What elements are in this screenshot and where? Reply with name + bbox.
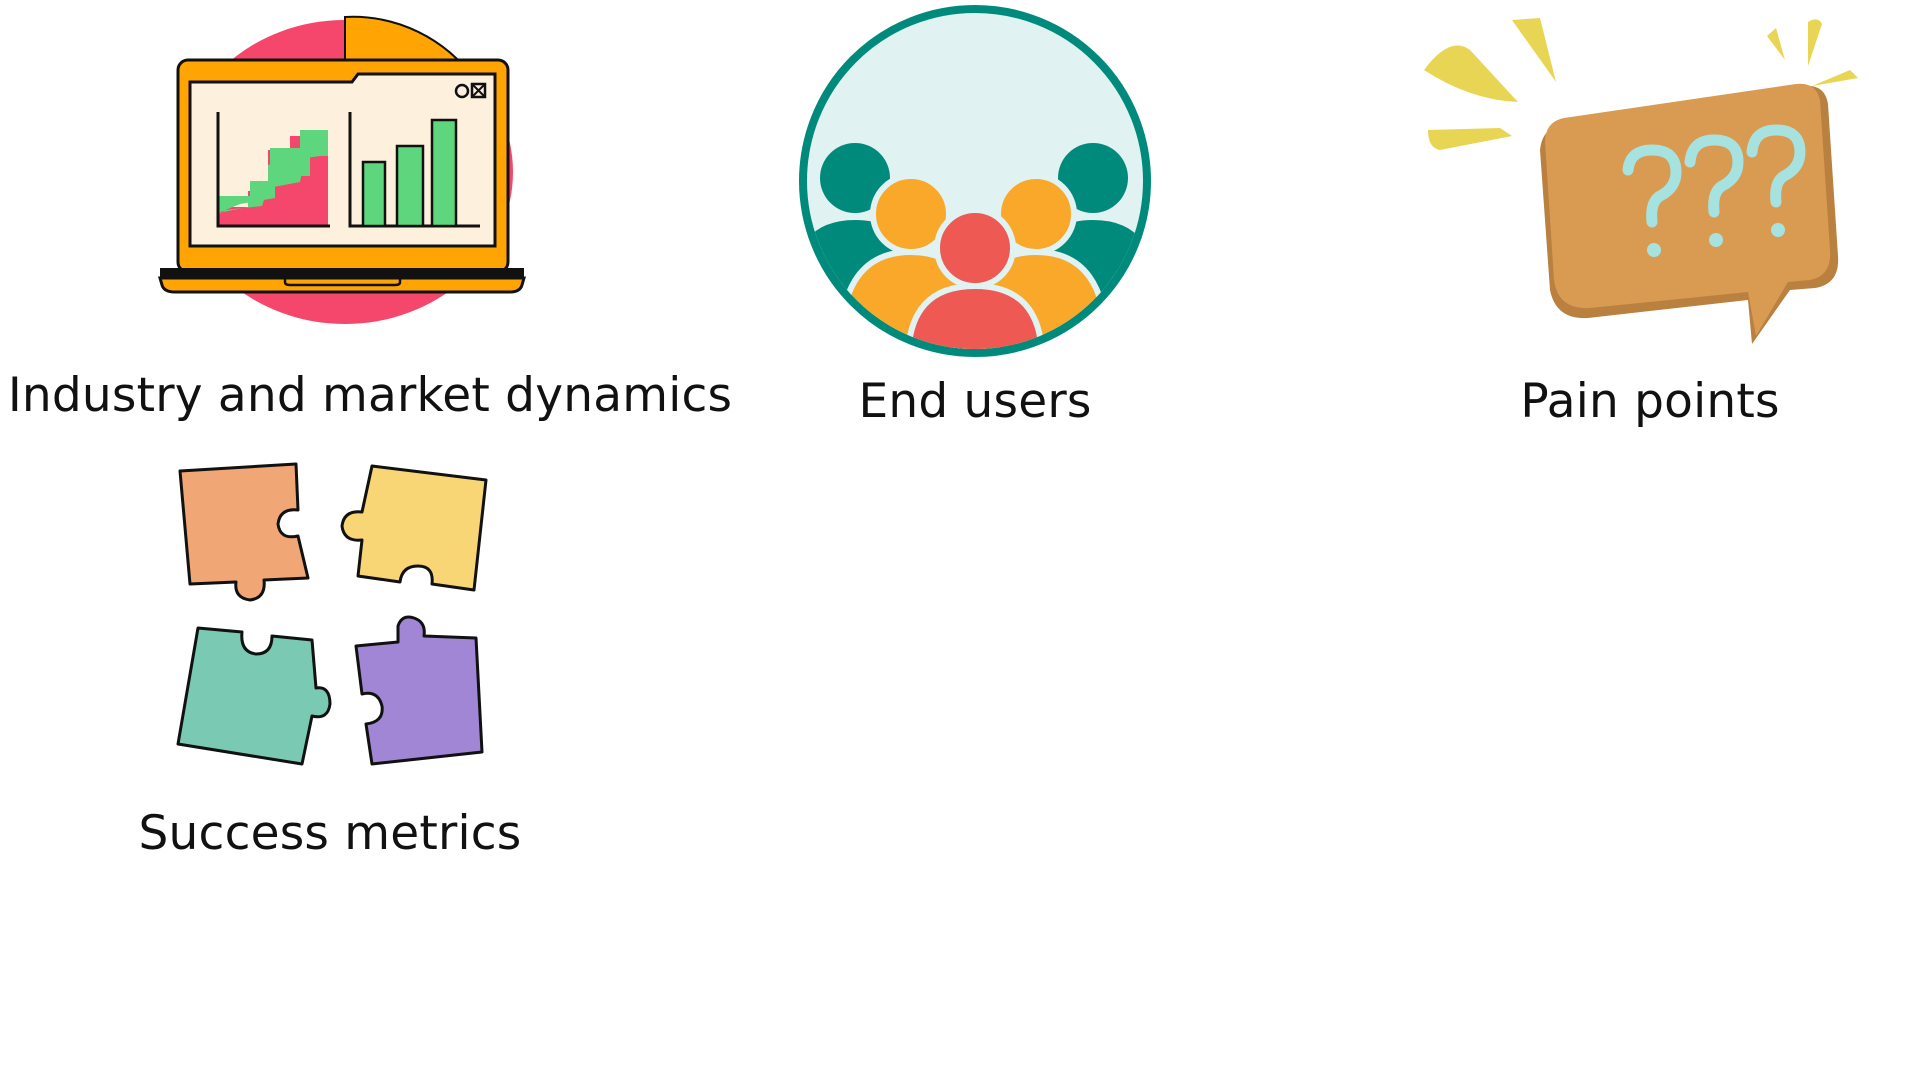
item-success-metrics: Success metrics: [0, 440, 660, 860]
item-label: Industry and market dynamics: [7, 368, 733, 423]
item-end-users: End users: [790, 0, 1160, 430]
laptop-charts-icon: [158, 15, 526, 324]
item-label: End users: [858, 374, 1092, 429]
user-group-icon: [799, 5, 1151, 357]
item-label: Pain points: [1520, 374, 1780, 429]
item-industry-market: Industry and market dynamics: [0, 0, 740, 430]
question-speech-bubble-icon: [1424, 18, 1858, 345]
item-pain-points: Pain points: [1410, 0, 1890, 430]
puzzle-pieces-icon: [176, 462, 488, 766]
item-label: Success metrics: [138, 806, 522, 861]
